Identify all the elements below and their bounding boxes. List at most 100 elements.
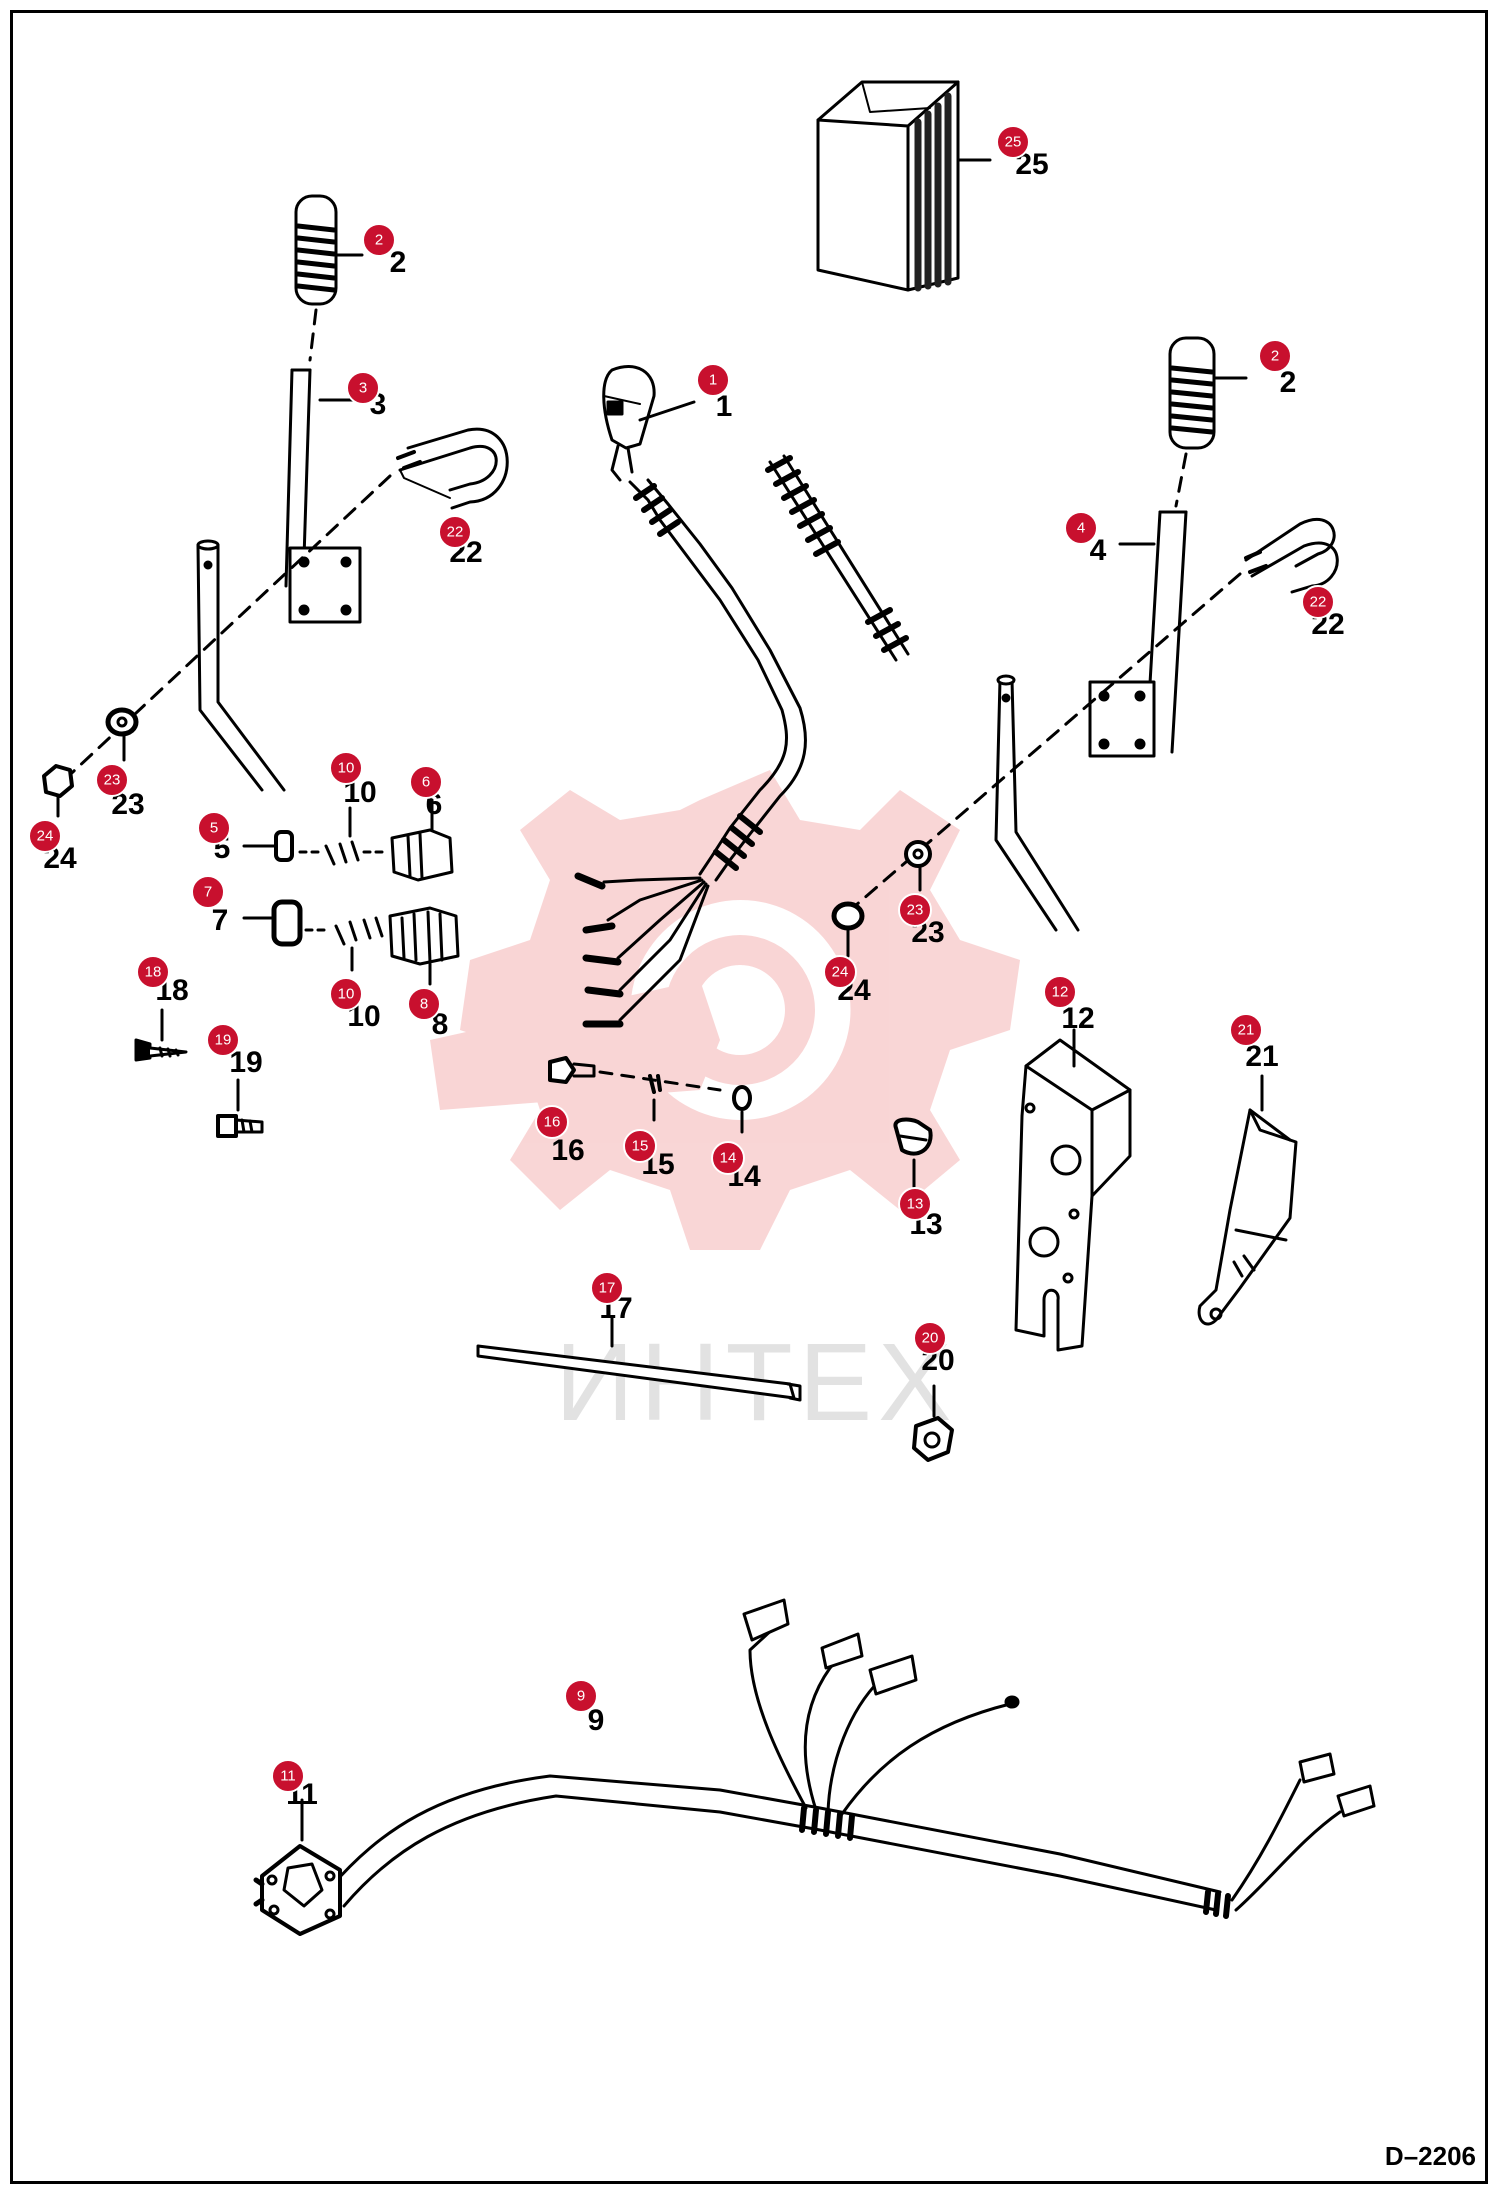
part-plate-11 [253,1798,342,1936]
part-control-module [816,80,992,292]
part-bracket-21 [1197,1074,1298,1326]
svg-text:24: 24 [37,828,54,845]
callout-badge-11[interactable]: 11 [271,1759,305,1793]
part-bolt-19 [216,1078,264,1138]
svg-text:9: 9 [577,1688,585,1705]
diagram-frame [10,10,1488,2184]
watermark-wrench-icon [430,980,720,1110]
part-nut-14 [732,1085,752,1134]
leader-dash-2-left [308,308,318,362]
callout-badge-24-right[interactable]: 24 [823,955,857,989]
callout-badge-21[interactable]: 21 [1229,1013,1263,1047]
svg-text:7: 7 [204,884,212,901]
svg-text:23: 23 [907,902,924,919]
callout-badge-25[interactable]: 25 [996,125,1030,159]
svg-text:3: 3 [359,380,367,397]
part-washer-15 [648,1074,662,1122]
callout-badge-18[interactable]: 18 [136,955,170,989]
callout-badge-22-left[interactable]: 22 [438,515,472,549]
callout-badge-10-top[interactable]: 10 [329,751,363,785]
svg-text:5: 5 [210,820,218,837]
leader-dash-left-bolt [58,474,392,786]
svg-text:2: 2 [1271,348,1279,365]
callout-badge-16[interactable]: 16 [535,1105,569,1139]
part-grip-right [1168,336,1248,450]
plain-num-2-right: 2 [1280,366,1297,399]
svg-text:10: 10 [338,986,355,1003]
part-switch-harness [574,364,807,1028]
part-screw-18 [134,1008,188,1062]
part-clamp-13 [893,1117,933,1192]
part-threaded-rod [765,454,910,662]
part-bolt-16 [548,1056,722,1092]
svg-text:1: 1 [709,372,717,389]
svg-text:19: 19 [215,1032,232,1049]
svg-text:4: 4 [1077,520,1085,537]
callout-badge-22-right[interactable]: 22 [1301,585,1335,619]
part-cable-tie-17 [476,1316,802,1402]
figure-code: D–2206 [1384,2141,1476,2171]
part-bracket-12 [1014,1028,1132,1352]
callout-badge-15[interactable]: 15 [623,1129,657,1163]
part-connector-8 [388,906,460,986]
callout-badge-12[interactable]: 12 [1043,975,1077,1009]
callout-badge-3[interactable]: 3 [346,371,380,405]
callout-badge-1[interactable]: 1 [696,363,730,397]
part-tube-right [994,674,1080,932]
part-plug-7 [242,899,303,947]
callout-badge-14[interactable]: 14 [711,1141,745,1175]
svg-text:10: 10 [338,760,355,777]
callout-badge-13[interactable]: 13 [898,1187,932,1221]
part-pins-10-bottom [304,916,384,972]
part-drawings [42,80,1376,1936]
callout-badge-4[interactable]: 4 [1064,511,1098,545]
callout-badge-2-right[interactable]: 2 [1258,339,1292,373]
callout-badge-20[interactable]: 20 [913,1321,947,1355]
svg-text:16: 16 [544,1114,561,1131]
svg-text:25: 25 [1005,134,1022,151]
callout-badge-6[interactable]: 6 [409,765,443,799]
callout-badge-10-bottom[interactable]: 10 [329,977,363,1011]
part-washer-left [105,707,139,762]
callout-badge-24-left[interactable]: 24 [28,819,62,853]
callout-badge-9[interactable]: 9 [564,1679,598,1713]
callout-badge-5[interactable]: 5 [197,811,231,845]
part-grommet-20 [912,1384,954,1462]
part-grip-left [294,194,364,306]
part-washer-right [904,840,932,892]
svg-text:11: 11 [280,1768,296,1785]
callout-badge-2-left[interactable]: 2 [362,223,396,257]
svg-text:8: 8 [420,996,428,1013]
callout-badge-23-right[interactable]: 23 [898,893,932,927]
callout-badge-19[interactable]: 19 [206,1023,240,1057]
part-lever-left [284,368,374,624]
callout-badge-17[interactable]: 17 [590,1271,624,1305]
plain-num-1: 1 [716,390,733,423]
svg-text:12: 12 [1052,984,1069,1001]
svg-text:23: 23 [104,772,121,789]
callout-badge-23-left[interactable]: 23 [95,763,129,797]
svg-text:13: 13 [907,1196,924,1213]
plain-num-4: 4 [1090,534,1107,567]
svg-text:22: 22 [447,524,464,541]
svg-text:24: 24 [832,964,849,981]
part-ubolt-left [396,427,509,510]
part-nut-right [831,901,865,958]
callout-badges: 25 2 3 1 2 22 4 22 23 24 10 6 5 7 10 8 1… [28,125,1335,1793]
watermark-gear-icon [460,770,1020,1250]
callout-badge-8[interactable]: 8 [407,987,441,1021]
part-main-harness-9 [328,1598,1376,1919]
svg-text:21: 21 [1238,1022,1255,1039]
plain-num-16: 16 [551,1134,584,1167]
part-tube-left [196,539,286,792]
plain-num-2-left: 2 [390,246,407,279]
watermark: ИНТЕХ [430,770,1020,1444]
leader-dash-2-right [1174,452,1188,508]
callout-badge-7[interactable]: 7 [191,875,225,909]
part-plug-5 [242,830,294,862]
plain-num-7: 7 [212,904,229,937]
svg-text:14: 14 [720,1150,737,1167]
svg-text:6: 6 [422,774,430,791]
svg-text:17: 17 [599,1280,616,1297]
